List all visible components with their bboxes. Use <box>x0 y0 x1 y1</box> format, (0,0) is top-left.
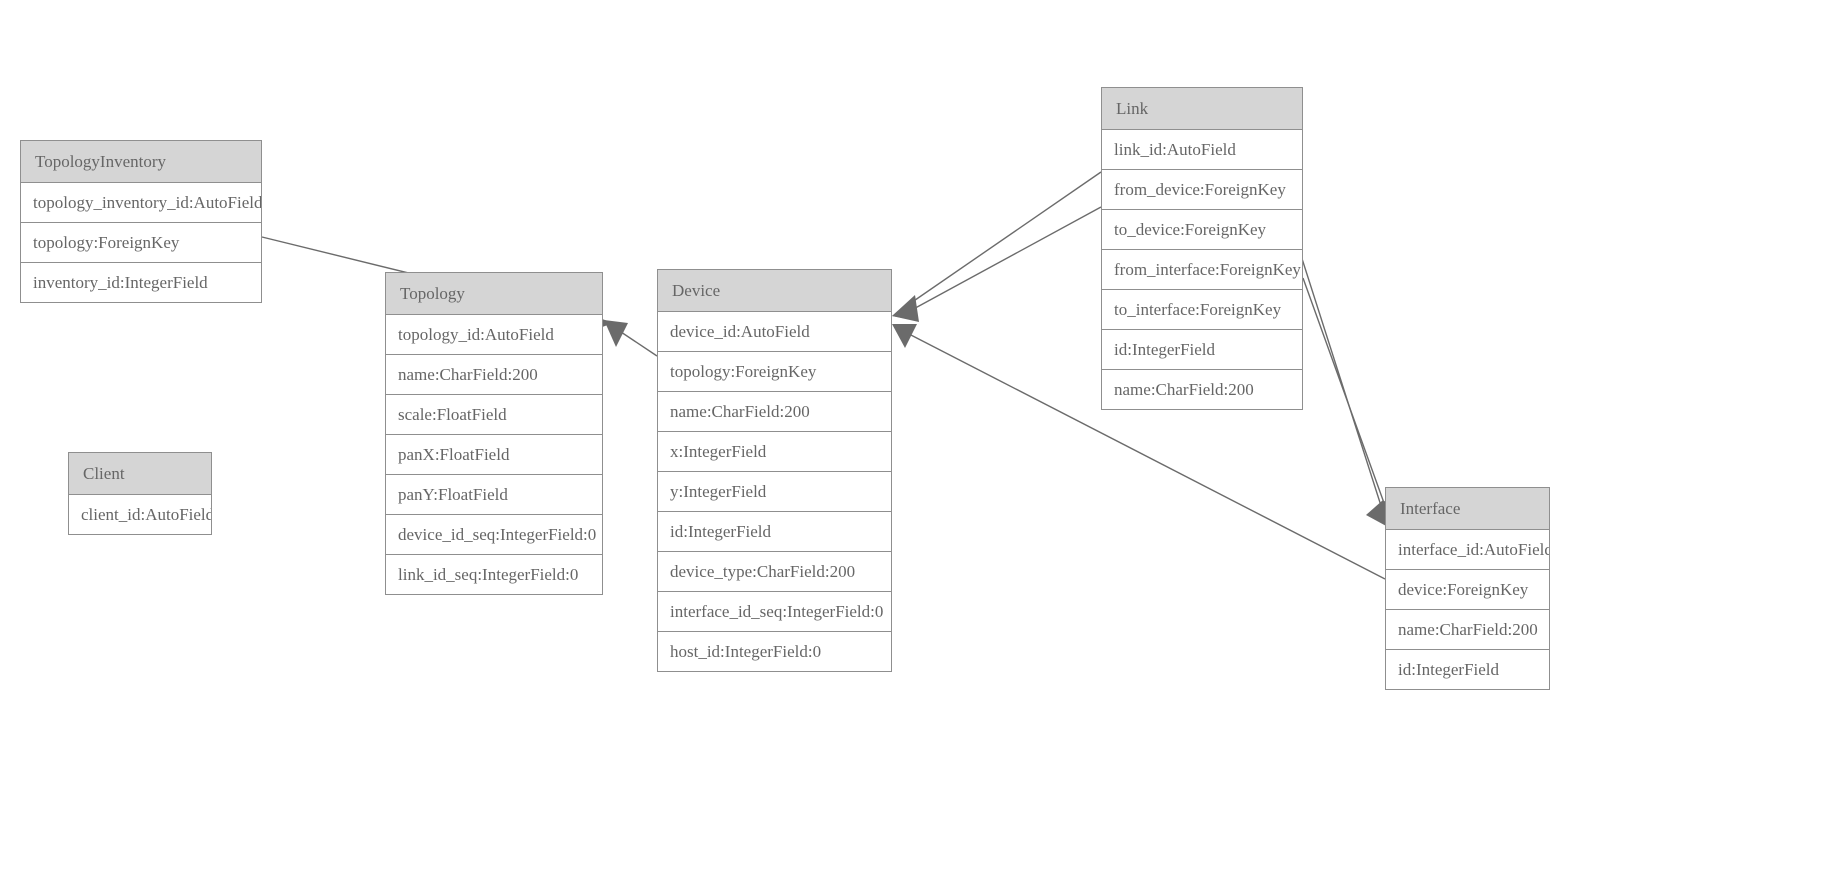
field-link-from-device: from_device:ForeignKey <box>1102 170 1302 210</box>
entity-interface[interactable]: Interface interface_id:AutoField device:… <box>1385 487 1550 690</box>
field-device-id: id:IntegerField <box>658 512 891 552</box>
field-topology-scale: scale:FloatField <box>386 395 602 435</box>
field-device-device-type: device_type:CharField:200 <box>658 552 891 592</box>
entity-title-topology: Topology <box>386 273 602 315</box>
entity-topology-inventory[interactable]: TopologyInventory topology_inventory_id:… <box>20 140 262 303</box>
edge-link-to-interface <box>1302 277 1390 527</box>
field-topology-panx: panX:FloatField <box>386 435 602 475</box>
field-interface-device: device:ForeignKey <box>1386 570 1549 610</box>
field-device-y: y:IntegerField <box>658 472 891 512</box>
field-device-name: name:CharField:200 <box>658 392 891 432</box>
entity-client[interactable]: Client client_id:AutoField <box>68 452 212 535</box>
field-interface-interface-id: interface_id:AutoField <box>1386 530 1549 570</box>
entity-title-interface: Interface <box>1386 488 1549 530</box>
field-client-client-id: client_id:AutoField <box>69 495 211 534</box>
field-topology-inventory-topology: topology:ForeignKey <box>21 223 261 263</box>
entity-topology[interactable]: Topology topology_id:AutoField name:Char… <box>385 272 603 595</box>
field-link-from-interface: from_interface:ForeignKey <box>1102 250 1302 290</box>
field-topology-pany: panY:FloatField <box>386 475 602 515</box>
entity-device[interactable]: Device device_id:AutoField topology:Fore… <box>657 269 892 672</box>
edge-link-from-interface <box>1296 242 1388 527</box>
field-device-device-id: device_id:AutoField <box>658 312 891 352</box>
field-topology-inventory-inventory-id: inventory_id:IntegerField <box>21 263 261 302</box>
entity-title-client: Client <box>69 453 211 495</box>
field-interface-id: id:IntegerField <box>1386 650 1549 689</box>
field-link-to-interface: to_interface:ForeignKey <box>1102 290 1302 330</box>
field-link-name: name:CharField:200 <box>1102 370 1302 409</box>
field-device-x: x:IntegerField <box>658 432 891 472</box>
edge-link-to-device <box>892 206 1102 321</box>
entity-title-topology-inventory: TopologyInventory <box>21 141 261 183</box>
field-link-id: id:IntegerField <box>1102 330 1302 370</box>
entity-link[interactable]: Link link_id:AutoField from_device:Forei… <box>1101 87 1303 410</box>
field-topology-link-id-seq: link_id_seq:IntegerField:0 <box>386 555 602 594</box>
field-topology-device-id-seq: device_id_seq:IntegerField:0 <box>386 515 602 555</box>
field-topology-inventory-id: topology_inventory_id:AutoField <box>21 183 261 223</box>
entity-title-device: Device <box>658 270 891 312</box>
field-device-host-id: host_id:IntegerField:0 <box>658 632 891 671</box>
edge-link-from-device <box>892 171 1102 322</box>
field-link-to-device: to_device:ForeignKey <box>1102 210 1302 250</box>
field-device-interface-id-seq: interface_id_seq:IntegerField:0 <box>658 592 891 632</box>
field-interface-name: name:CharField:200 <box>1386 610 1549 650</box>
edge-device-topology <box>604 320 658 357</box>
field-link-link-id: link_id:AutoField <box>1102 130 1302 170</box>
field-topology-name: name:CharField:200 <box>386 355 602 395</box>
field-device-topology: topology:ForeignKey <box>658 352 891 392</box>
entity-title-link: Link <box>1102 88 1302 130</box>
field-topology-topology-id: topology_id:AutoField <box>386 315 602 355</box>
